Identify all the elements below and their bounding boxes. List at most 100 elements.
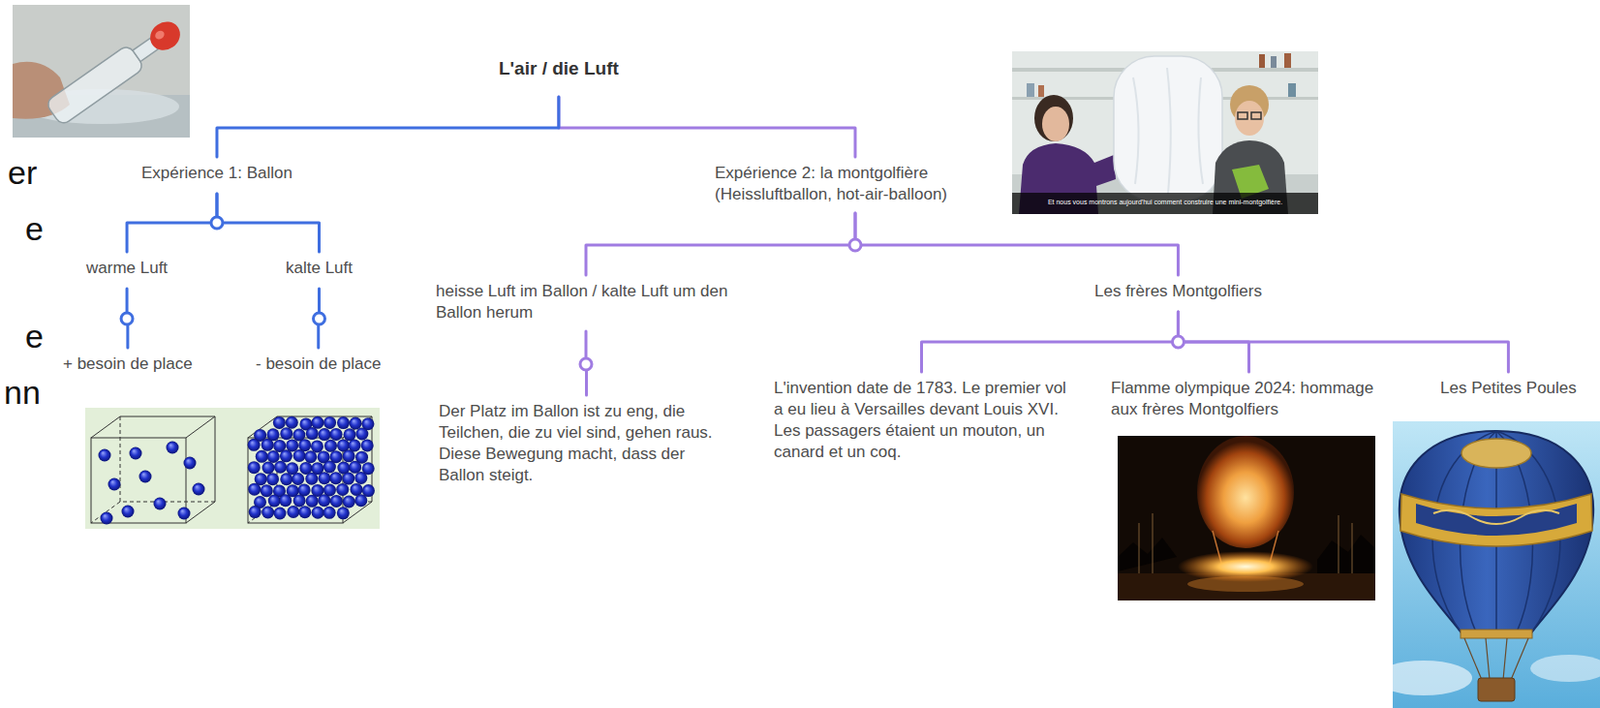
cartoon-balloon	[1392, 421, 1600, 708]
bottle-balloon-photo-part	[12, 4, 190, 138]
branch-connector	[558, 96, 856, 157]
branch-connector	[1177, 311, 1508, 372]
video-still-part	[1284, 53, 1292, 68]
particle	[274, 461, 287, 474]
cut-off-text: e	[25, 316, 44, 357]
particle-model-part	[85, 407, 380, 529]
cut-off-text: e	[25, 209, 44, 249]
particle	[355, 427, 369, 440]
particle	[330, 494, 343, 508]
particle	[342, 494, 356, 508]
cartoon-balloon-part	[1415, 503, 1577, 536]
particle	[267, 450, 280, 463]
particle	[247, 461, 261, 474]
particle	[248, 505, 262, 519]
particles-dense	[247, 416, 375, 521]
sparse-cube-part	[91, 416, 216, 524]
sub-topic: heisse Luft im Ballon / kalte Luft um de…	[435, 280, 737, 324]
topic-text: L'invention date de 1783. Le premier vol…	[773, 377, 1070, 463]
branch-connector	[126, 193, 217, 252]
particles-sparse	[98, 441, 206, 525]
particle	[305, 472, 318, 486]
sub-topic: kalte Luft	[285, 257, 353, 279]
cut-off-text: er	[7, 153, 37, 193]
particle	[349, 483, 363, 496]
particle	[361, 438, 374, 452]
dense-cube-part	[247, 416, 372, 524]
cartoon-balloon-part	[1477, 677, 1515, 702]
particle	[323, 416, 337, 430]
video-still-part	[1038, 85, 1045, 97]
olympic-flame-photo-part	[1317, 534, 1376, 574]
particle	[98, 449, 112, 462]
topic-text: - besoin de place	[255, 353, 381, 375]
olympic-flame-photo-part	[1197, 435, 1294, 549]
topic-text: Les frères Montgolfiers	[1094, 280, 1262, 303]
topic-text: warme Luft	[86, 257, 168, 279]
particle	[343, 428, 357, 441]
olympic-flame-photo-part	[1187, 576, 1304, 592]
cartoon-balloon-part	[1460, 629, 1533, 639]
particle	[100, 512, 114, 525]
particle	[285, 416, 299, 430]
particle	[306, 427, 319, 440]
particle	[349, 417, 363, 431]
topic-text: Expérience 2: la montgolfière (Heissluft…	[714, 162, 996, 206]
particle	[268, 494, 281, 508]
dense-cube	[247, 416, 372, 524]
olympic-flame-photo-part	[1117, 435, 1376, 601]
particle	[293, 449, 307, 462]
particle	[354, 471, 368, 485]
cartoon-balloon-part	[1464, 638, 1529, 680]
video-still-part	[1042, 106, 1070, 142]
note-topic: Flamme olympique 2024: hommage aux frère…	[1110, 377, 1387, 421]
cartoon-balloon-part	[1400, 493, 1593, 547]
particle-model	[85, 407, 380, 529]
particle	[323, 461, 337, 474]
particle	[310, 439, 324, 453]
particle	[304, 450, 317, 463]
particle	[122, 505, 135, 519]
sub-topic: warme Luft	[86, 257, 168, 279]
branch-topic: Expérience 1: Ballon	[141, 162, 293, 185]
cartoon-balloon-part	[1461, 438, 1532, 468]
particle	[261, 461, 275, 475]
video-still-part	[1237, 112, 1248, 120]
particle	[260, 484, 274, 497]
junction-dot	[849, 239, 862, 251]
cartoon-balloon-part	[1530, 654, 1600, 682]
topic-text: heisse Luft im Ballon / kalte Luft um de…	[435, 280, 737, 324]
particle	[274, 506, 287, 520]
video-still-part	[1270, 56, 1277, 68]
branch-topic: Expérience 2: la montgolfière (Heissluft…	[714, 162, 996, 206]
particle	[285, 438, 299, 452]
leaf-topic: Les Petites Poules	[1440, 377, 1577, 400]
dense-cube-part	[247, 437, 343, 524]
topic-text: Der Platz im Ballon ist zu eng, die Teil…	[438, 400, 735, 487]
root-topic: L'air / die Luft	[498, 58, 619, 80]
junction-dot	[1171, 336, 1184, 348]
video-still	[1012, 51, 1319, 215]
olympic-flame-photo-part	[1117, 537, 1177, 572]
particle	[298, 483, 311, 496]
particle	[286, 505, 300, 519]
note-topic: L'invention date de 1783. Le premier vol…	[773, 377, 1070, 463]
particle	[306, 494, 319, 508]
cartoon-balloon-part	[1399, 430, 1594, 635]
bottle-balloon-photo-part	[44, 43, 145, 126]
particle	[341, 472, 355, 486]
video-still-part	[1012, 192, 1319, 215]
video-still-part	[1133, 67, 1203, 194]
branch-connector	[216, 96, 559, 157]
particle	[261, 506, 275, 520]
branch-connector	[585, 213, 856, 276]
olympic-flame-photo	[1117, 435, 1376, 601]
particle	[279, 472, 293, 486]
cartoon-balloon-part	[1433, 510, 1560, 524]
video-still-part	[1259, 54, 1265, 68]
video-subtitle: Et nous vous montrons aujourd'hui commen…	[1012, 198, 1319, 207]
particle	[279, 449, 293, 462]
video-still-part	[1113, 56, 1223, 202]
